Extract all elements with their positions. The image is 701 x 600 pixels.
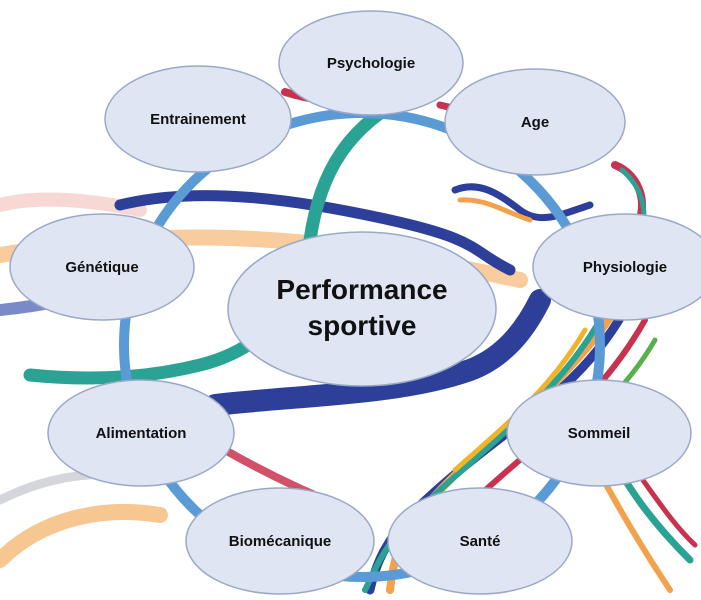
node-label: Age xyxy=(521,114,549,131)
ribbon-bundle-teal xyxy=(362,317,603,593)
node-ellipse xyxy=(506,379,692,487)
node-label: Physiologie xyxy=(583,259,667,276)
node-label: Génétique xyxy=(65,259,138,276)
ribbon-swirl-2 xyxy=(457,197,533,223)
node-label: Entrainement xyxy=(150,111,246,128)
node-alimentation: Alimentation xyxy=(47,379,235,487)
node-age: Age xyxy=(444,68,626,176)
node-label: Biomécanique xyxy=(229,533,332,550)
node-genetique: Génétique xyxy=(9,213,195,321)
ribbon-orange-bottom xyxy=(0,504,168,568)
node-ellipse xyxy=(532,213,701,321)
center-title-line1: Performance xyxy=(276,274,447,305)
node-sante: Santé xyxy=(387,487,573,595)
ribbon-swirl-1 xyxy=(451,183,594,222)
node-biomecanique: Biomécanique xyxy=(185,487,375,595)
node-ellipse xyxy=(185,487,375,595)
node-label: Psychologie xyxy=(327,55,415,72)
node-label: Santé xyxy=(460,533,501,550)
node-ellipse xyxy=(104,65,292,173)
center-title-line2: sportive xyxy=(308,310,417,341)
node-entrainement: Entrainement xyxy=(104,65,292,173)
node-label: Sommeil xyxy=(568,425,631,442)
node-sommeil: Sommeil xyxy=(506,379,692,487)
node-ellipse xyxy=(9,213,195,321)
node-ellipse xyxy=(47,379,235,487)
center-node: Performance sportive xyxy=(227,231,497,387)
node-physiologie: Physiologie xyxy=(532,213,701,321)
ribbon-navy-sweep xyxy=(204,289,551,416)
node-ellipse xyxy=(278,10,464,116)
node-label: Alimentation xyxy=(96,425,187,442)
node-ellipse xyxy=(444,68,626,176)
center-ellipse xyxy=(227,231,497,387)
node-psychologie: Psychologie xyxy=(278,10,464,116)
ribbon-navy-top xyxy=(114,190,516,276)
node-ellipse xyxy=(387,487,573,595)
